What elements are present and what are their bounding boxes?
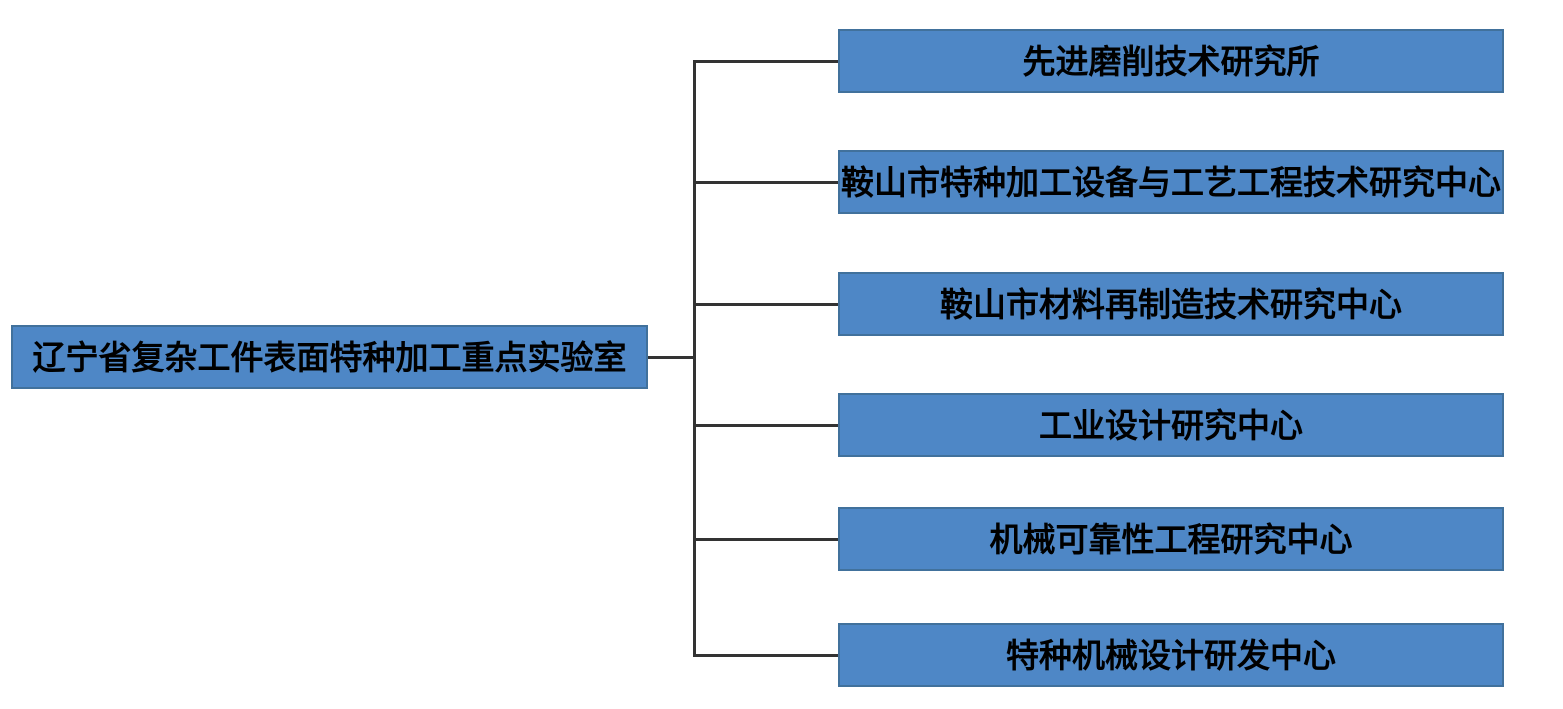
child-node: 鞍山市特种加工设备与工艺工程技术研究中心	[838, 150, 1504, 214]
child-node: 鞍山市材料再制造技术研究中心	[838, 272, 1504, 336]
connector-trunk-line	[693, 60, 696, 657]
child-node: 特种机械设计研发中心	[838, 623, 1504, 687]
child-node-label: 工业设计研究中心	[1039, 406, 1303, 444]
child-node: 机械可靠性工程研究中心	[838, 507, 1504, 571]
connector-root-line	[648, 356, 695, 359]
connector-branch-line	[695, 303, 838, 306]
child-node-label: 特种机械设计研发中心	[1006, 636, 1336, 674]
child-node-label: 鞍山市特种加工设备与工艺工程技术研究中心	[841, 163, 1501, 201]
root-node: 辽宁省复杂工件表面特种加工重点实验室	[11, 325, 648, 389]
connector-branch-line	[695, 654, 838, 657]
connector-branch-line	[695, 538, 838, 541]
child-node: 先进磨削技术研究所	[838, 29, 1504, 93]
connector-branch-line	[695, 424, 838, 427]
connector-branch-line	[695, 60, 838, 63]
root-node-label: 辽宁省复杂工件表面特种加工重点实验室	[32, 338, 627, 376]
child-node-label: 机械可靠性工程研究中心	[989, 520, 1353, 558]
child-node-label: 鞍山市材料再制造技术研究中心	[940, 285, 1402, 323]
child-node: 工业设计研究中心	[838, 393, 1504, 457]
connector-branch-line	[695, 181, 838, 184]
child-node-label: 先进磨削技术研究所	[1022, 42, 1320, 80]
